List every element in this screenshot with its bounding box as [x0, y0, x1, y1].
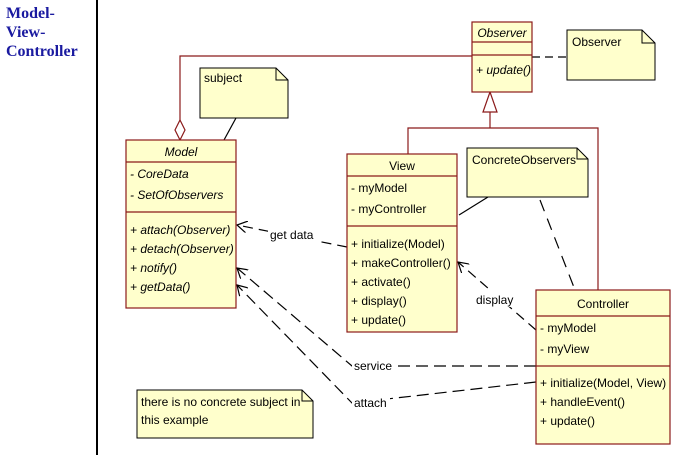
attribute: - myView: [540, 342, 589, 356]
observer-class[interactable]: Observer + update(): [471, 21, 533, 93]
operation: + makeController(): [351, 256, 451, 270]
subject-note-anchor: [223, 117, 237, 141]
class-name: Observer: [477, 26, 527, 40]
attach-label: attach: [354, 396, 387, 410]
note-text: ConcreteObservers: [472, 153, 576, 167]
operation: + initialize(Model): [351, 237, 445, 251]
note-text: Observer: [572, 35, 621, 49]
display-label: display: [476, 293, 513, 307]
note-text: there is no concrete subject in: [141, 395, 300, 409]
title-line: View-: [6, 24, 46, 41]
operation: + detach(Observer): [130, 242, 234, 256]
generalization-branch-view: [407, 127, 599, 290]
concrete-observers-note[interactable]: ConcreteObservers: [466, 147, 589, 198]
concrete-note-controller-anchor: [539, 199, 576, 291]
note-text: subject: [204, 71, 243, 85]
subject-note[interactable]: subject: [199, 67, 289, 119]
operation: + getData(): [130, 280, 190, 294]
operation: + notify(): [130, 261, 177, 275]
class-name: Controller: [577, 297, 629, 311]
operation: + update(): [540, 414, 595, 428]
get-data-label: get data: [270, 228, 314, 242]
operation: + attach(Observer): [130, 223, 230, 237]
title-line: Model-: [6, 5, 55, 22]
controller-class[interactable]: Controller - myModel - myView + initiali…: [535, 289, 671, 445]
class-name: View: [389, 159, 415, 173]
note-text: this example: [141, 413, 209, 427]
operation: + display(): [351, 294, 407, 308]
subject-association-line: [179, 55, 472, 120]
connectors: [179, 55, 599, 290]
note-anchors: [223, 56, 576, 291]
attribute: - myModel: [351, 181, 407, 195]
view-class[interactable]: View - myModel - myController + initiali…: [346, 153, 458, 333]
concrete-note-view-anchor: [458, 196, 489, 216]
operation: + initialize(Model, View): [540, 376, 666, 390]
attribute: - SetOfObservers: [130, 188, 223, 202]
class-name: Model: [165, 145, 198, 159]
title-line: Controller: [6, 43, 78, 60]
page-title: Model- View- Controller: [6, 4, 90, 61]
attribute: - CoreData: [130, 167, 189, 181]
operation: + update(): [351, 313, 406, 327]
operation: + update(): [476, 63, 531, 77]
attribute: - myModel: [540, 321, 596, 335]
operation: + handleEvent(): [540, 395, 625, 409]
observer-note[interactable]: Observer: [566, 29, 656, 81]
service-label: service: [354, 359, 392, 373]
divider: [96, 0, 98, 455]
generalization-triangle: [482, 90, 498, 113]
attribute: - myController: [351, 202, 426, 216]
model-class[interactable]: Model - CoreData - SetOfObservers + atta…: [125, 139, 237, 309]
no-concrete-subject-note[interactable]: there is no concrete subject in this exa…: [136, 389, 314, 439]
operation: + activate(): [351, 275, 411, 289]
aggregation-diamond: [174, 118, 186, 142]
